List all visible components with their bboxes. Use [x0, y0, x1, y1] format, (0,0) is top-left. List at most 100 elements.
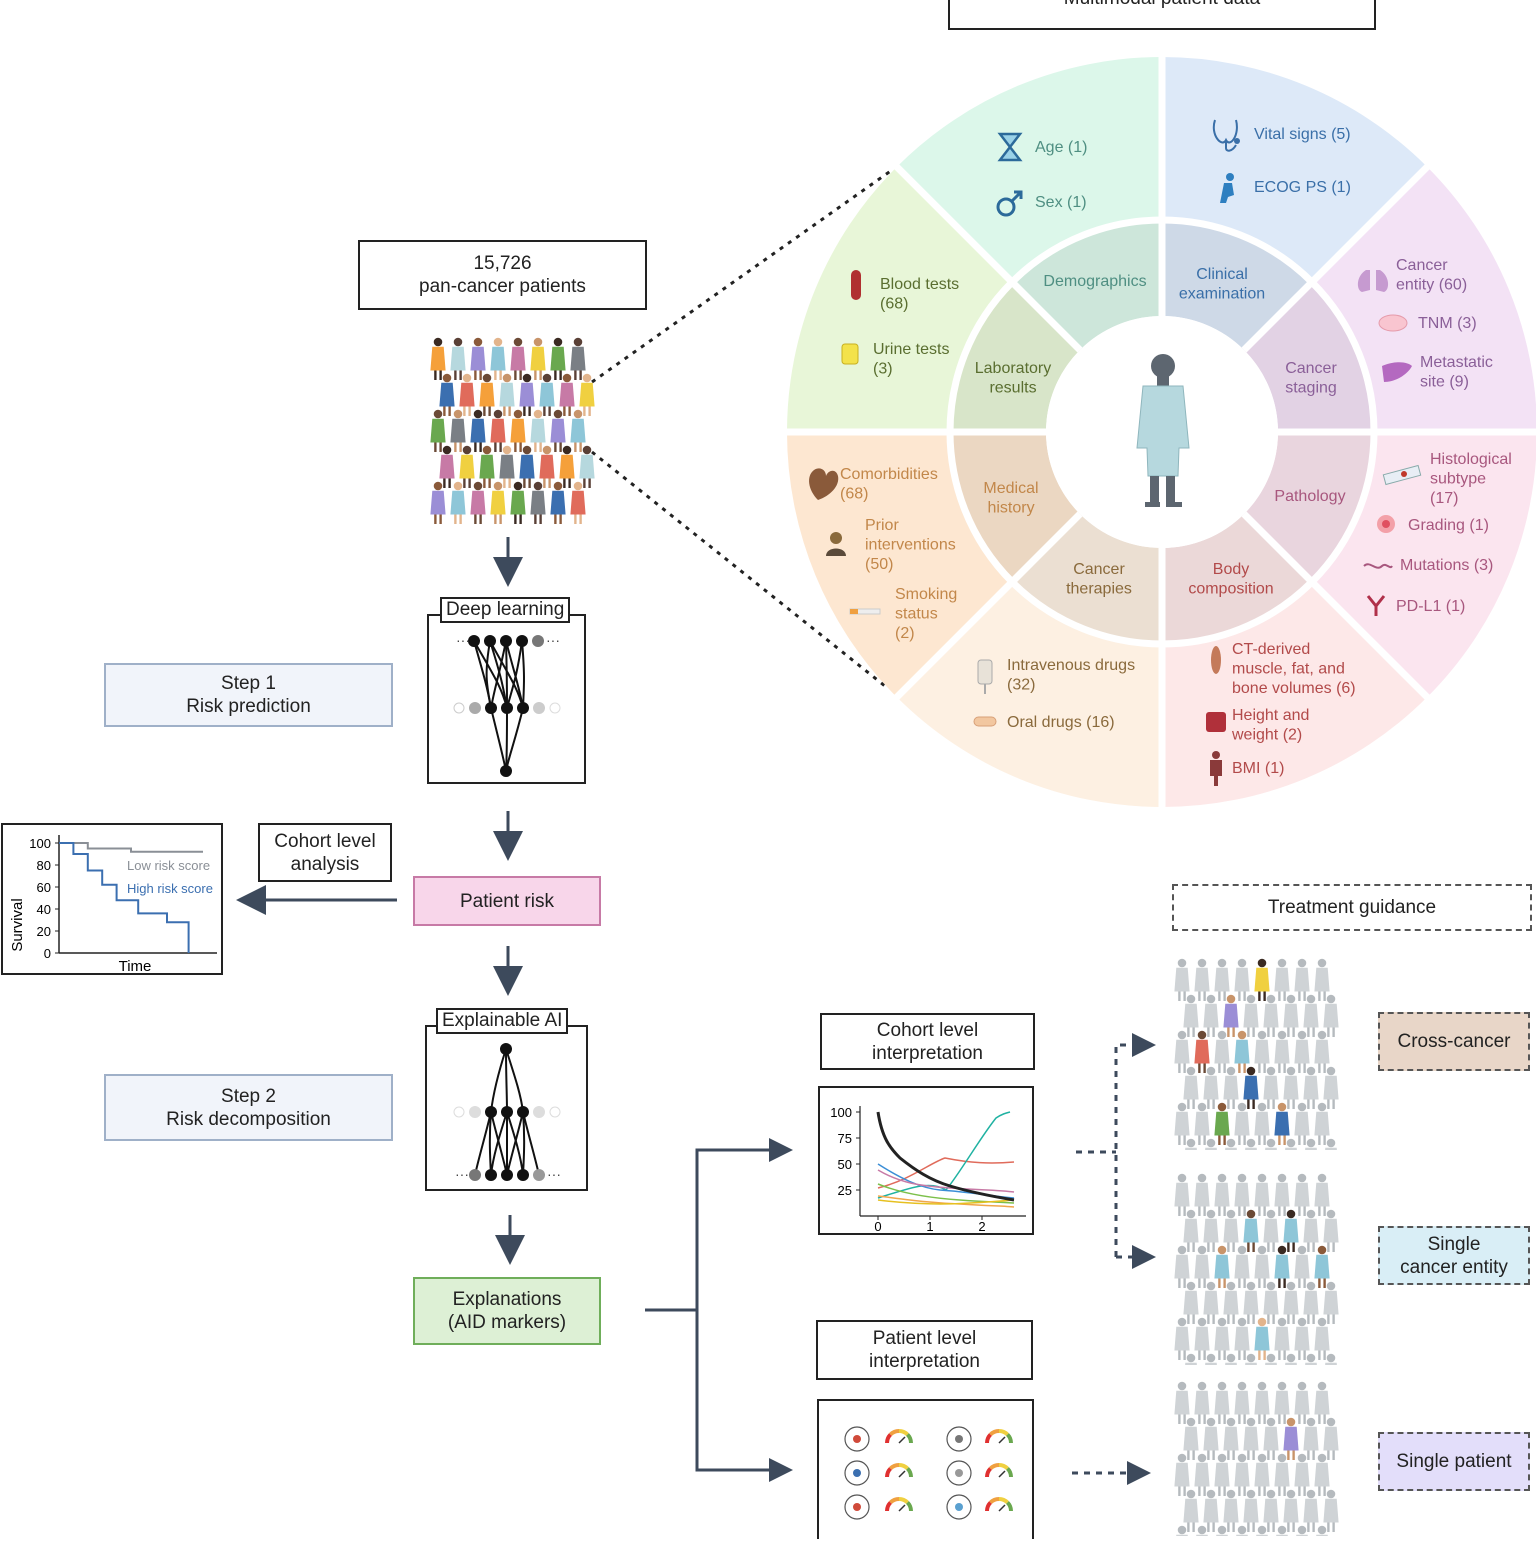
crowd-person — [1283, 1209, 1299, 1252]
crowd-person — [1263, 1417, 1279, 1460]
multimodal-title-box: Multimodal patient data — [948, 0, 1376, 30]
crowd-person — [530, 409, 546, 452]
patient-risk-label: Patient risk — [460, 890, 554, 912]
label-age: Age (1) — [1035, 139, 1087, 156]
crowd-person — [519, 373, 535, 416]
connector-top — [591, 168, 893, 384]
crowd-person — [1225, 1138, 1237, 1150]
crowd-person — [450, 481, 466, 524]
ct-scan-icon — [946, 1460, 972, 1486]
crowd-person — [1274, 1030, 1290, 1073]
survival-ytick: 40 — [37, 902, 51, 917]
crowd-person — [1294, 1245, 1310, 1288]
surgeon-icon — [826, 532, 846, 556]
crowd-person — [1294, 1381, 1310, 1424]
male-icon — [996, 190, 1023, 217]
crowd-person — [550, 409, 566, 452]
grading-cell-icon — [1377, 515, 1395, 533]
patient-risk-box: Patient risk — [413, 876, 601, 926]
crowd-person — [1234, 1317, 1250, 1360]
crowd-person — [1214, 1102, 1230, 1145]
crowd-person — [1254, 1317, 1270, 1360]
crowd-person — [1174, 1453, 1190, 1496]
crowd-person — [1314, 1102, 1330, 1145]
crowd-person — [1263, 1281, 1279, 1324]
crowd-person — [1303, 1209, 1319, 1252]
label-pdl1: PD-L1 (1) — [1396, 598, 1465, 615]
crowd-person — [1183, 1417, 1199, 1460]
crowd-person — [1254, 1102, 1270, 1145]
crowd-person — [1214, 1173, 1230, 1216]
crowd-person — [1174, 1245, 1190, 1288]
blood-tube-icon — [851, 270, 861, 300]
liver-icon — [1382, 362, 1412, 382]
patient-interpretation-box: Patient level interpretation — [816, 1320, 1033, 1380]
crowd-person — [1243, 1066, 1259, 1109]
crowd-person — [470, 481, 486, 524]
crowd-person — [479, 373, 495, 416]
crowd-person — [1265, 1353, 1277, 1365]
crowd-person — [510, 481, 526, 524]
single-entity-crowd — [1174, 1173, 1339, 1365]
crowd-person — [1274, 1102, 1290, 1145]
step1-subtitle: Risk prediction — [186, 696, 311, 717]
label-demographics: Demographics — [1043, 273, 1146, 290]
crowd-person — [1303, 1417, 1319, 1460]
crowd-person — [1194, 958, 1210, 1001]
crowd-person — [1225, 1353, 1237, 1365]
cohort-xtick: 1 — [926, 1219, 933, 1233]
connector-bottom — [591, 450, 886, 688]
crowd-person — [1223, 994, 1239, 1037]
crowd-person — [1263, 1066, 1279, 1109]
slide-icon — [1382, 464, 1422, 486]
crowd-person — [1303, 994, 1319, 1037]
survival-ytick: 0 — [44, 946, 51, 961]
crowd-person — [1203, 1066, 1219, 1109]
explainable-ai-label: Explainable AI — [436, 1008, 569, 1034]
blood-tube-icon — [844, 1426, 870, 1452]
crowd-person — [1325, 1138, 1337, 1150]
crowd-person — [430, 481, 446, 524]
cohort-ytick: 100 — [830, 1105, 852, 1120]
crowd-person — [1323, 1281, 1339, 1324]
crowd-person — [1174, 1381, 1190, 1424]
crowd-person — [1234, 1030, 1250, 1073]
thermometer-icon — [844, 1494, 870, 1520]
single-patient-crowd — [1174, 1381, 1339, 1536]
svg-text:···: ··· — [546, 632, 560, 648]
crowd-person — [1194, 1245, 1210, 1288]
survival-ylabel: Survival — [9, 898, 26, 951]
patient-figure — [1136, 354, 1190, 507]
survival-ytick: 80 — [37, 858, 51, 873]
iv-bag-icon — [946, 1494, 972, 1520]
crowd-person — [1254, 1381, 1270, 1424]
cross-cancer-crowd — [1174, 958, 1339, 1150]
crowd-person — [1194, 1173, 1210, 1216]
cohort-ytick: 75 — [838, 1131, 852, 1146]
deep-learning-label: Deep learning — [440, 597, 571, 623]
crowd-person — [459, 445, 475, 488]
crowd-person — [1294, 1317, 1310, 1360]
lungs-icon — [1357, 270, 1389, 292]
crowd-person — [1314, 1381, 1330, 1424]
step2-title: Step 2 — [221, 1085, 276, 1107]
crowd-person — [1254, 1030, 1270, 1073]
crowd-person — [1183, 994, 1199, 1037]
crowd-person — [439, 373, 455, 416]
crowd-person — [1234, 958, 1250, 1001]
label-vital-signs: Vital signs (5) — [1254, 126, 1351, 143]
step1-box: Step 1 Risk prediction — [104, 663, 393, 727]
crowd-person — [1234, 1381, 1250, 1424]
crowd-person — [1245, 1138, 1257, 1150]
crowd-person — [530, 337, 546, 380]
crowd-person — [1194, 1317, 1210, 1360]
